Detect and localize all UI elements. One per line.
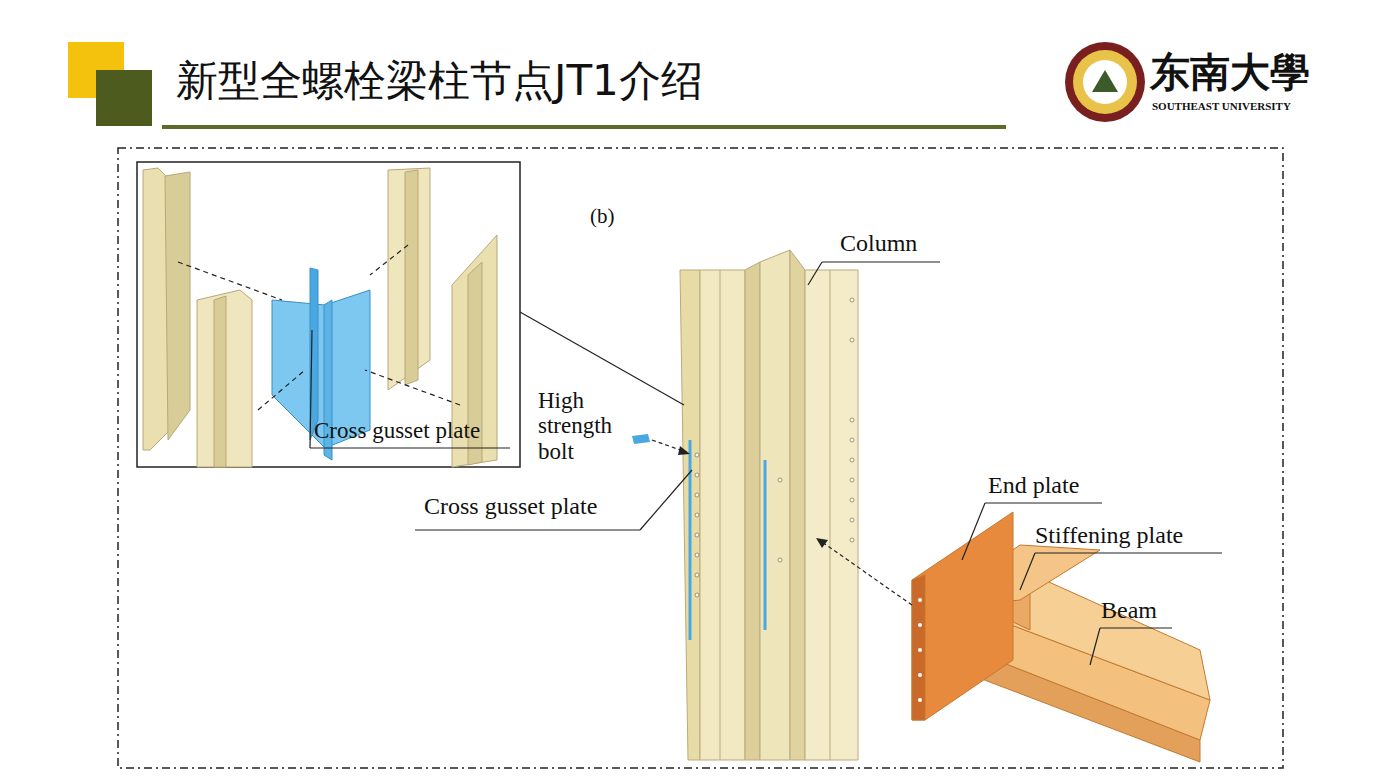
part-label: Beam — [1101, 597, 1157, 623]
outer-frame — [118, 148, 1283, 768]
bolt-holes — [695, 298, 854, 597]
part-label: Cross gusset plate — [314, 418, 480, 443]
arrow-heads — [678, 446, 828, 548]
part-label: Column — [840, 230, 917, 256]
column — [680, 250, 858, 760]
title-rule — [162, 125, 1006, 129]
part-label: Cross gusset plate — [424, 493, 597, 519]
deco-square — [96, 70, 152, 126]
slide-title: 新型全螺栓梁柱节点JT1介绍 — [176, 58, 703, 104]
endplate-holes — [918, 598, 922, 702]
part-label: Stiffening plate — [1035, 522, 1183, 548]
logo-subtext: SOUTHEAST UNIVERSITY — [1152, 100, 1291, 112]
figure-label: (b) — [590, 205, 615, 228]
leader-lines — [310, 262, 1222, 665]
university-logo — [1065, 42, 1145, 122]
dashed-arrows — [652, 440, 912, 605]
logo-text: 东南大學 — [1150, 50, 1310, 94]
bolt-symbol — [632, 434, 650, 444]
inset-frame — [137, 162, 520, 467]
inset-parts — [143, 168, 497, 467]
inset-dashed-arrows — [178, 245, 460, 410]
part-label: End plate — [988, 472, 1079, 498]
beam — [912, 512, 1210, 762]
part-label: High strength bolt — [538, 388, 630, 464]
